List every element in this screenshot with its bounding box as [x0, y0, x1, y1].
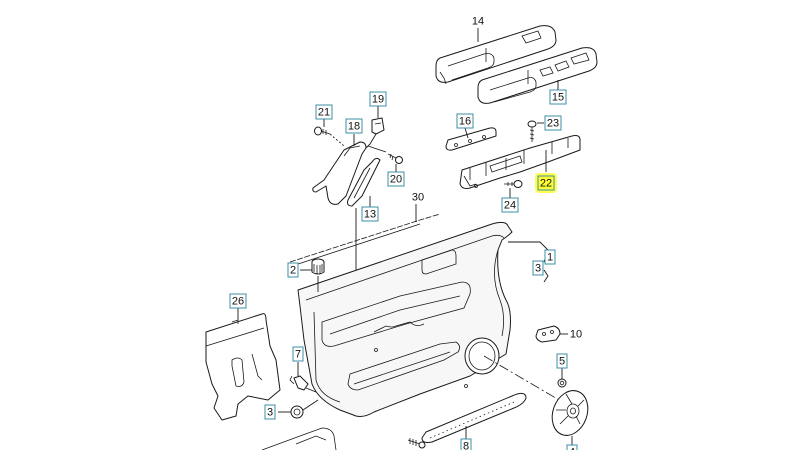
callout-19[interactable]: 19 [369, 91, 387, 107]
part-13-armrest-insert[interactable] [347, 157, 381, 207]
part-8-reflector-strip[interactable] [421, 392, 527, 443]
callout-8[interactable]: 8 [460, 438, 472, 450]
part-30-trim-strip[interactable] [289, 213, 441, 267]
callout-box [361, 206, 379, 222]
callout-box [287, 262, 299, 278]
part-1-door-trim-panel[interactable] [297, 221, 513, 417]
callout-number: 14 [472, 16, 484, 28]
callout-30[interactable]: 30 [412, 192, 424, 204]
callout-box [460, 438, 472, 450]
leader-3-bracket [543, 269, 549, 283]
part-2-plug[interactable] [311, 258, 325, 275]
callout-number: 15 [552, 92, 564, 104]
part-20-screw[interactable] [387, 153, 403, 164]
callout-15[interactable]: 15 [549, 89, 567, 105]
callout-number: 1 [547, 252, 553, 264]
leader-19-to-18 [365, 133, 377, 149]
part-7-clip[interactable] [289, 375, 309, 391]
callout-1[interactable]: 1 [544, 249, 556, 265]
callout-20[interactable]: 20 [387, 171, 405, 187]
callout-box [544, 249, 556, 265]
callout-box [501, 197, 519, 213]
callout-number: 3 [535, 263, 541, 275]
callout-labels: 141516232224211918201330213267310584 [229, 16, 582, 450]
callout-10[interactable]: 10 [570, 329, 582, 341]
leader-16 [464, 127, 469, 139]
callout-box [345, 118, 363, 134]
callout-box [544, 115, 562, 131]
part-24-screw[interactable] [504, 180, 523, 188]
callout-3[interactable]: 3 [532, 260, 544, 276]
callout-number: 23 [547, 118, 559, 130]
callout-box [532, 260, 544, 276]
callout-box [456, 113, 474, 129]
callout-18[interactable]: 18 [345, 118, 363, 134]
callout-box [315, 104, 333, 120]
callout-23[interactable]: 23 [544, 115, 562, 131]
callout-number: 10 [570, 329, 582, 341]
dash-speaker-line [483, 355, 567, 405]
part-23-screw[interactable] [527, 120, 537, 142]
leader-3b-to-panel [302, 399, 319, 411]
callout-number: 22 [540, 178, 552, 190]
part-10-clip[interactable] [535, 325, 561, 343]
callout-24[interactable]: 24 [501, 197, 519, 213]
callout-number: 3 [267, 407, 273, 419]
callout-box [556, 353, 568, 369]
callout-box [566, 444, 578, 450]
callout-26[interactable]: 26 [229, 293, 247, 309]
part-22-handle-bracket[interactable] [459, 135, 581, 189]
part-screw-bottom [407, 438, 426, 449]
callout-number: 30 [412, 192, 424, 204]
part-lower-partial [261, 427, 337, 450]
callout-5[interactable]: 5 [556, 353, 568, 369]
callout-7[interactable]: 7 [292, 346, 304, 362]
callout-3[interactable]: 3 [264, 404, 276, 420]
callout-number: 5 [559, 356, 565, 368]
callout-number: 18 [348, 121, 360, 133]
part-19-clip[interactable] [371, 117, 385, 135]
callout-14[interactable]: 14 [472, 16, 484, 28]
part-3-grommet[interactable] [290, 405, 304, 419]
leader-7-to-panel [305, 387, 317, 393]
leader-20-path [367, 145, 387, 153]
callout-number: 4 [569, 447, 575, 450]
callout-box [369, 91, 387, 107]
part-18-pull-handle[interactable] [312, 141, 367, 205]
callout-2[interactable]: 2 [287, 262, 299, 278]
callout-box [264, 404, 276, 420]
part-26-insulation[interactable] [205, 313, 281, 421]
callout-number: 19 [372, 94, 384, 106]
callout-number: 7 [295, 349, 301, 361]
callout-box [549, 89, 567, 105]
callout-number: 2 [290, 265, 296, 277]
callout-box [292, 346, 304, 362]
leader-1-bracket [508, 241, 549, 263]
callout-4[interactable]: 4 [566, 444, 578, 450]
callout-number: 13 [364, 209, 376, 221]
callout-box [387, 171, 405, 187]
callout-number: 26 [232, 296, 244, 308]
callout-16[interactable]: 16 [456, 113, 474, 129]
callout-21[interactable]: 21 [315, 104, 333, 120]
part-4-speaker[interactable] [546, 386, 594, 441]
callout-box [229, 293, 247, 309]
callout-22[interactable]: 22 [535, 173, 557, 193]
callout-number: 21 [318, 107, 330, 119]
part-5-nut[interactable] [557, 378, 567, 388]
part-16-rail[interactable] [445, 127, 497, 151]
callout-13[interactable]: 13 [361, 206, 379, 222]
callout-number: 20 [390, 174, 402, 186]
part-21-bolt[interactable] [314, 126, 345, 147]
part-14-switch-bezel[interactable] [435, 25, 557, 85]
callout-number: 16 [459, 116, 471, 128]
callout-number: 24 [504, 200, 516, 212]
callout-number: 8 [463, 441, 469, 450]
part-15-switch-bezel[interactable] [477, 47, 598, 104]
callout-box [537, 175, 555, 191]
